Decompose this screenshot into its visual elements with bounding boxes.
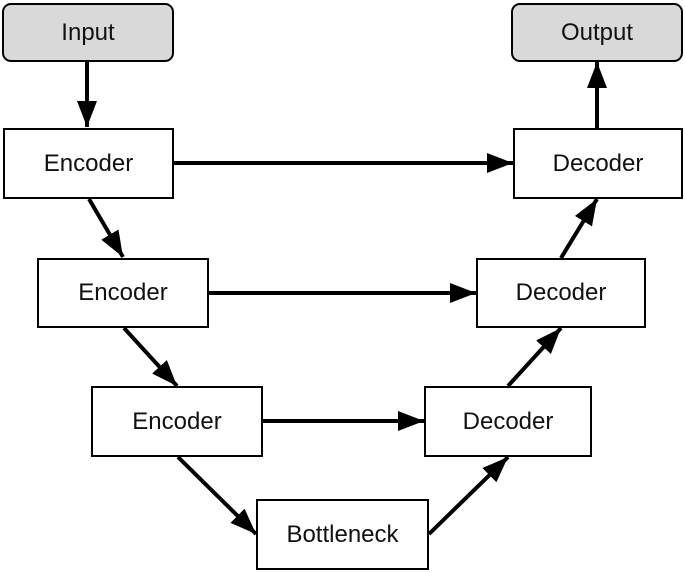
decoder-node-1: Decoder	[513, 128, 683, 199]
edge-encoder3-to-bottleneck	[176, 455, 258, 536]
encoder-node-2-label: Encoder	[78, 279, 168, 306]
input-node: Input	[2, 3, 174, 62]
bottleneck-node-label: Bottleneck	[286, 520, 399, 548]
encoder-node-2: Encoder	[37, 258, 209, 328]
encoder-node-3: Encoder	[91, 386, 263, 457]
edge-encoder2-to-encoder3	[122, 326, 179, 388]
edge-decoder3-to-decoder2	[506, 326, 563, 388]
decoder-node-2: Decoder	[476, 258, 646, 328]
edge-encoder1-to-encoder2	[87, 197, 125, 259]
decoder-node-2-label: Decoder	[515, 279, 607, 306]
encoder-node-1-label: Encoder	[43, 149, 134, 177]
decoder-node-3: Decoder	[424, 386, 592, 457]
encoder-node-1: Encoder	[3, 128, 174, 199]
edge-decoder2-to-decoder1	[559, 197, 599, 260]
decoder-node-3-label: Decoder	[462, 407, 554, 435]
edge-bottleneck-to-decoder3	[427, 455, 510, 536]
bottleneck-node: Bottleneck	[256, 499, 429, 570]
output-node: Output	[511, 3, 683, 62]
input-node-label: Input	[61, 18, 115, 46]
encoder-node-3-label: Encoder	[132, 407, 222, 435]
decoder-node-1-label: Decoder	[552, 149, 644, 177]
output-node-label: Output	[560, 18, 634, 46]
